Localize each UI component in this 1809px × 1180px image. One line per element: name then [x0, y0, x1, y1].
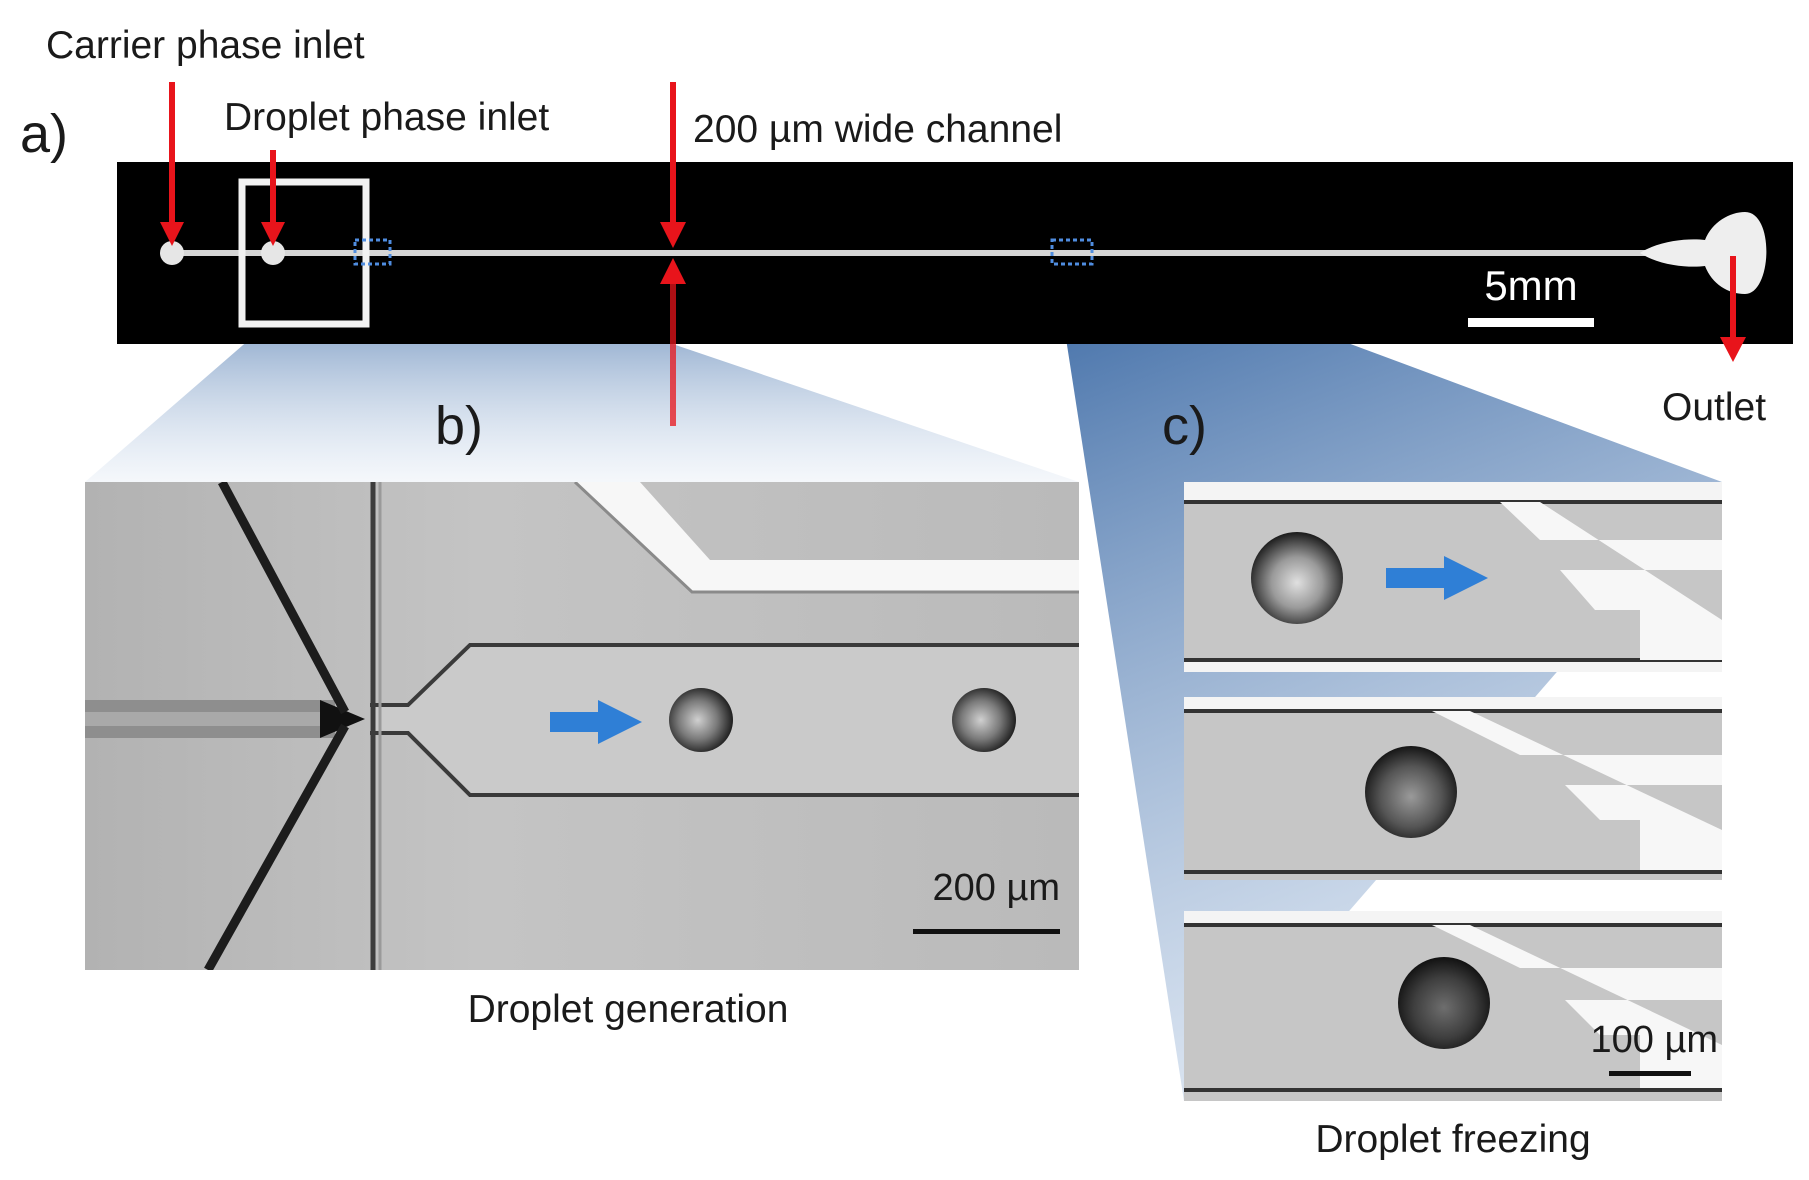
caption-droplet-generation: Droplet generation: [468, 988, 789, 1031]
channel-width-label: 200 µm wide channel: [693, 108, 1062, 151]
scale-bar-200um: [913, 929, 1060, 934]
panel-b-letter: b): [435, 396, 483, 456]
micrograph-b: 200 µm: [85, 482, 1079, 970]
droplet-inlet-hole: [261, 241, 285, 265]
droplet-b-2: [952, 688, 1016, 752]
flow-arrow-c: [1386, 556, 1488, 600]
scale-label-5mm: 5mm: [1484, 262, 1577, 309]
red-arrows: [160, 82, 1746, 426]
scale-label-200um: 200 µm: [932, 867, 1060, 909]
panel-a: 5mm a) Carrier phase inlet Droplet phase…: [20, 24, 1793, 429]
carrier-inlet-label: Carrier phase inlet: [46, 24, 365, 67]
scale-bar-100um: [1609, 1071, 1691, 1076]
droplet-inlet-label: Droplet phase inlet: [224, 96, 549, 139]
droplet-inlet-frame: [238, 178, 370, 328]
scale-label-100um: 100 µm: [1590, 1019, 1718, 1061]
micrograph-c-frame-3: [1184, 911, 1722, 1101]
zoom-marker-b: [353, 238, 392, 266]
panel-a-letter: a): [20, 104, 68, 164]
zoom-wedge-c: [1052, 248, 1722, 1101]
flow-arrow-b: [550, 700, 642, 744]
caption-droplet-freezing: Droplet freezing: [1315, 1118, 1590, 1161]
panel-c-letter: c): [1162, 396, 1207, 456]
panel-c: c): [1162, 396, 1722, 1161]
micrograph-c-frame-1: [1184, 482, 1722, 672]
droplet-c-3: [1398, 957, 1490, 1049]
zoom-marker-c: [1050, 238, 1094, 266]
droplet-c-1: [1251, 532, 1343, 624]
scale-bar-5mm: [1468, 318, 1594, 327]
droplet-b-1: [669, 688, 733, 752]
outlet-label: Outlet: [1662, 386, 1766, 429]
droplet-c-2: [1365, 746, 1457, 838]
carrier-inlet-hole: [160, 241, 184, 265]
micrograph-c-frame-2: [1184, 697, 1722, 880]
panel-b: b): [85, 396, 1079, 1031]
